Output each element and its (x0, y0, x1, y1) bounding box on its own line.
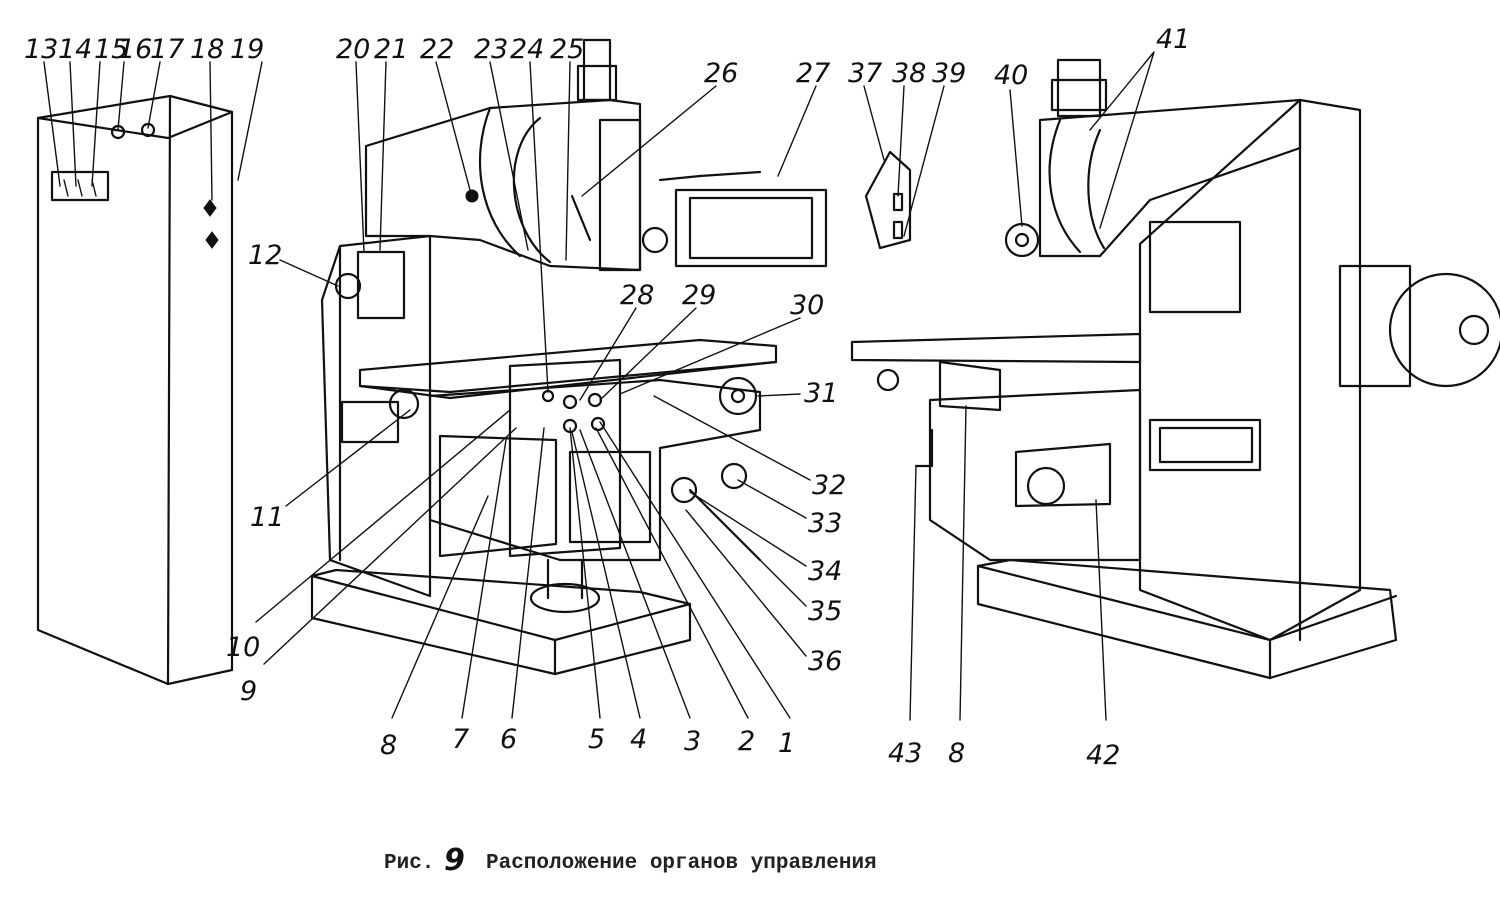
door-lock-19 (205, 231, 219, 249)
control-bracket (864, 150, 912, 250)
milling-machine-rear (850, 58, 1500, 680)
callout-2: 2 (738, 726, 755, 757)
callout-37: 37 (848, 58, 882, 89)
callout-16: 16 (118, 34, 152, 65)
callout-21: 21 (374, 34, 408, 65)
callout-13: 13 (24, 34, 58, 65)
callout-24: 24 (510, 34, 544, 65)
callout-36: 36 (808, 646, 842, 677)
callout-42: 42 (1086, 740, 1120, 771)
callout-20: 20 (336, 34, 370, 65)
callout-17: 17 (150, 34, 184, 65)
callout-38: 38 (892, 58, 926, 89)
callout-23: 23 (474, 34, 508, 65)
callout-9: 9 (240, 676, 257, 707)
callout-32: 32 (812, 470, 846, 501)
indicator-lamp-17 (140, 122, 156, 138)
callout-labels: 13 14 15 16 17 18 19 20 21 22 23 24 25 2… (24, 24, 1190, 771)
callout-12: 12 (248, 240, 282, 271)
caption-number: 9 (444, 843, 465, 878)
callout-29: 29 (682, 280, 716, 311)
callout-40: 40 (994, 60, 1028, 91)
callout-19: 19 (230, 34, 264, 65)
callout-25: 25 (550, 34, 584, 65)
figure-caption: Рис. 9 Расположение органов управления (384, 843, 877, 878)
callout-22: 22 (420, 34, 454, 65)
callout-35: 35 (808, 596, 842, 627)
callout-15: 15 (94, 34, 128, 65)
callout-27: 27 (796, 58, 830, 89)
callout-10: 10 (226, 632, 260, 663)
callout-41: 41 (1156, 24, 1190, 55)
callout-11: 11 (250, 502, 284, 533)
callout-7: 7 (452, 724, 469, 755)
callout-34: 34 (808, 556, 842, 587)
electrical-cabinet (36, 94, 234, 686)
door-lock-18 (203, 199, 217, 217)
callout-8: 8 (380, 730, 397, 761)
callout-28: 28 (620, 280, 654, 311)
leader-lines (43, 51, 1155, 721)
caption-title: Расположение органов управления (486, 852, 877, 875)
callout-4: 4 (630, 724, 647, 755)
callout-26: 26 (704, 58, 738, 89)
callout-5: 5 (588, 724, 605, 755)
callout-43: 43 (888, 738, 922, 769)
callout-8-rear: 8 (948, 738, 965, 769)
milling-machine-front (310, 38, 828, 676)
callout-1: 1 (778, 728, 795, 759)
callout-18: 18 (190, 34, 224, 65)
callout-14: 14 (58, 34, 92, 65)
switch-panel (50, 170, 110, 202)
callout-30: 30 (790, 290, 824, 321)
callout-6: 6 (500, 724, 517, 755)
callout-33: 33 (808, 508, 842, 539)
caption-prefix: Рис. (384, 852, 434, 875)
callout-3: 3 (684, 726, 701, 757)
callout-39: 39 (932, 58, 966, 89)
callout-31: 31 (804, 378, 838, 409)
